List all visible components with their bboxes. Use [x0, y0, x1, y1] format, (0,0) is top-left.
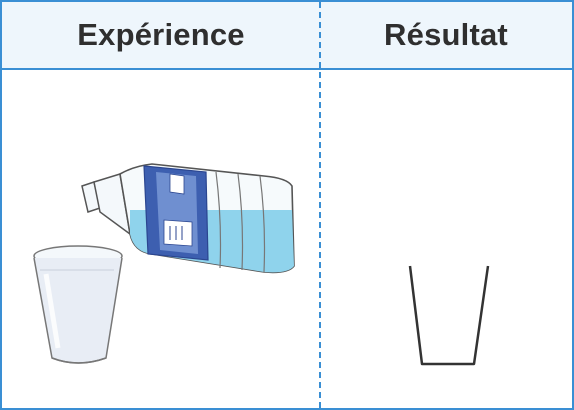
header-experience: Expérience: [77, 17, 245, 52]
experience-cell: [2, 70, 318, 408]
result-illustration: [408, 265, 490, 366]
empty-cup-outline-icon: [408, 265, 490, 366]
plastic-cup-icon: [33, 245, 123, 364]
header-result: Résultat: [384, 17, 508, 52]
water-bottle-icon: [81, 163, 295, 274]
result-cell: [322, 70, 572, 408]
experience-illustration: [33, 163, 295, 364]
table-header-row: Expérience Résultat: [2, 2, 572, 70]
column-divider: [319, 2, 321, 408]
